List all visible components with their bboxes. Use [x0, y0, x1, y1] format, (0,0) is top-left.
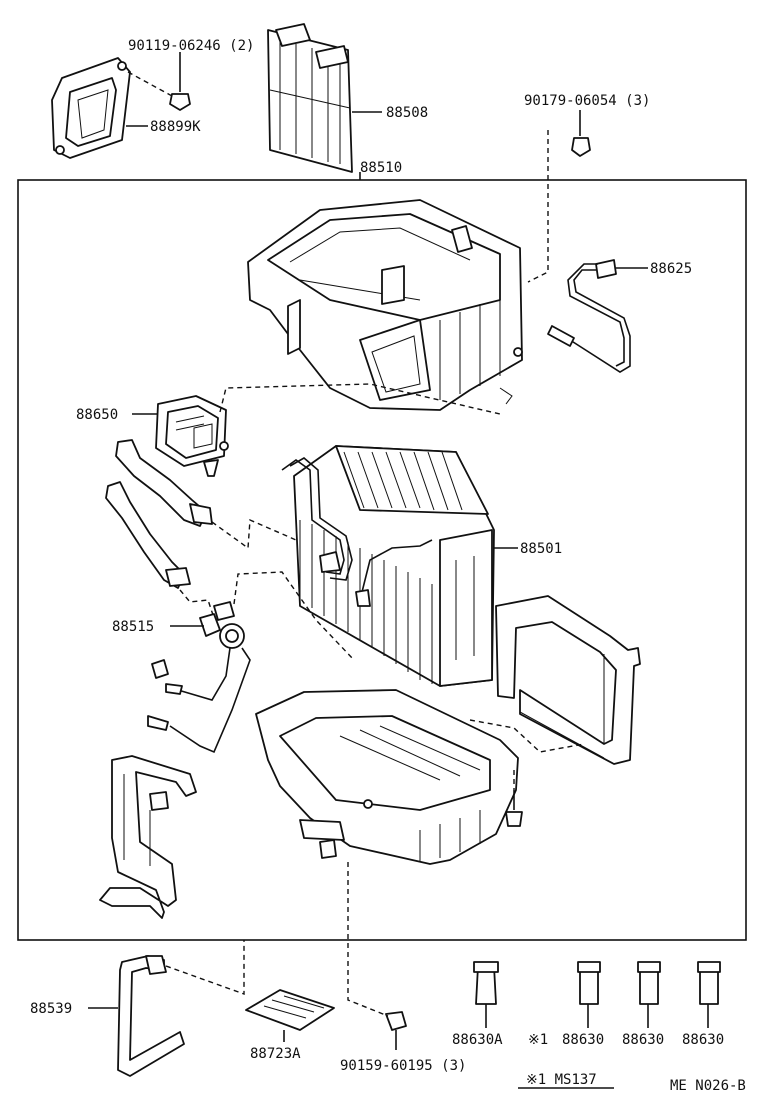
label-switch-1: 88630: [562, 1032, 604, 1048]
hose-part: [99, 755, 197, 919]
lower-case-part: [255, 689, 519, 865]
screw-right: [505, 790, 523, 827]
pipe-left-part: [105, 439, 213, 589]
bolt-top: [169, 52, 191, 111]
thermistor-part: [547, 259, 631, 373]
upper-case-part: [247, 199, 523, 411]
clip-part: [571, 110, 591, 157]
switch-88630-2: [637, 961, 661, 1028]
label-footnote: ※1 MS137: [526, 1072, 597, 1088]
screw-bottom: [385, 1011, 407, 1050]
sheet-part: [245, 989, 335, 1031]
label-cover: 88899K: [150, 119, 201, 135]
label-switch-mark: ※1: [528, 1032, 548, 1048]
switch-88630-1: [577, 961, 601, 1028]
unit-frame: [17, 179, 747, 941]
cover-part: [51, 57, 131, 159]
filter-part: [267, 23, 353, 173]
label-pipe: 88539: [30, 1001, 72, 1017]
pipe-88539-part: [117, 955, 185, 1077]
evaporator-part: [281, 445, 495, 687]
label-thermistor: 88625: [650, 261, 692, 277]
label-valve: 88515: [112, 619, 154, 635]
label-unit: 88510: [360, 160, 402, 176]
label-sheet: 88723A: [250, 1046, 301, 1062]
amplifier-part: [155, 395, 229, 477]
label-filter: 88508: [386, 105, 428, 121]
label-clip: 90179-06054 (3): [524, 93, 650, 109]
label-bolt-top: 90119-06246 (2): [128, 38, 254, 54]
label-evaporator: 88501: [520, 541, 562, 557]
switch-88630-3: [697, 961, 721, 1028]
label-switch-3: 88630: [682, 1032, 724, 1048]
valve-part: [147, 601, 251, 754]
switch-88630A: [473, 961, 499, 1028]
label-code: ME N026-B: [670, 1078, 746, 1094]
label-screw: 90159-60195 (3): [340, 1058, 466, 1074]
label-switch-a: 88630A: [452, 1032, 503, 1048]
label-switch-2: 88630: [622, 1032, 664, 1048]
pipe-right-part: [495, 595, 641, 765]
label-amplifier: 88650: [76, 407, 118, 423]
